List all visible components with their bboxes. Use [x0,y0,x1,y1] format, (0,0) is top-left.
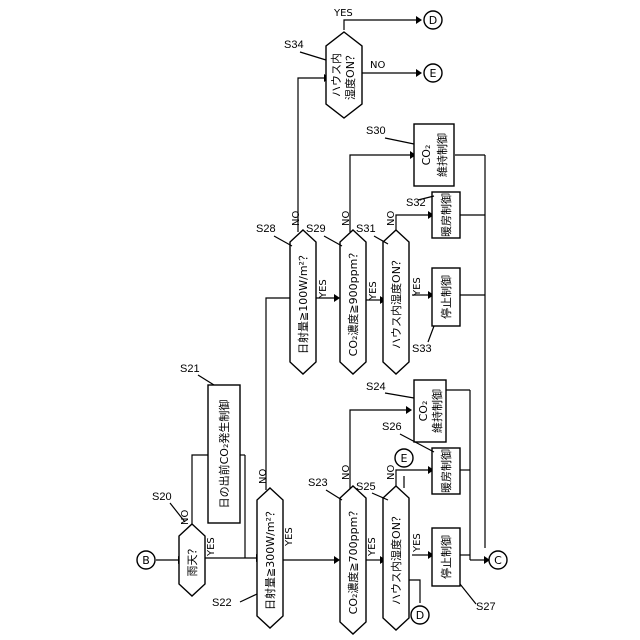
s31-yes-label: YES [412,277,423,297]
step-s27-process: 停止制御 [432,528,460,586]
step-s25-id: S25 [356,481,376,493]
step-s24-process: CO₂ 維持制御 [414,380,446,442]
svg-text:日の出前CO₂発生制御: 日の出前CO₂発生制御 [217,400,231,509]
svg-text:D: D [429,14,437,27]
svg-text:暖房制御: 暖房制御 [439,193,453,237]
step-s33-process: 停止制御 [432,268,460,326]
svg-text:停止制御: 停止制御 [439,535,453,579]
step-s22-decision: 日射量≧300W/m²？ [257,488,283,628]
svg-text:C: C [494,554,502,567]
step-s25-decision: ハウス内湿度ON？ [383,486,409,630]
connector-d-top: D [424,11,442,29]
s29-no-label: NO [341,211,352,226]
svg-text:ハウス内湿度ON？: ハウス内湿度ON？ [389,255,403,349]
step-s26-id: S26 [382,421,402,433]
s20-no-label: NO [180,510,191,525]
s28-no-label: NO [291,211,302,226]
s34-yes-label: YES [333,8,353,19]
step-s30-process: CO₂ 維持制御 [414,124,454,186]
s23-no-label: NO [341,465,352,480]
s34-no-label: NO [370,60,385,71]
step-s24-id: S24 [366,381,386,393]
step-s28-id: S28 [256,223,276,235]
svg-text:D: D [416,609,424,622]
step-s26-process: 暖房制御 [432,448,460,494]
svg-text:日射量≧300W/m²？: 日射量≧300W/m²？ [263,506,277,610]
s25-no-label: NO [386,465,397,480]
svg-text:CO₂: CO₂ [420,145,433,166]
step-s32-process: 暖房制御 [432,192,460,238]
s25-yes-label: YES [412,533,423,553]
step-s20-id: S20 [152,491,172,503]
svg-text:E: E [401,452,408,465]
s22-no-label: NO [258,469,269,484]
svg-text:雨天？: 雨天？ [186,544,199,577]
s22-yes-label: YES [284,527,295,547]
step-s31-decision: ハウス内湿度ON？ [383,230,409,374]
svg-text:維持制御: 維持制御 [435,133,449,177]
s28-yes-label: YES [318,279,329,299]
svg-text:維持制御: 維持制御 [430,389,444,433]
step-s21-process: 日の出前CO₂発生制御 [208,385,240,523]
step-s23-decision: CO₂濃度≧700ppm？ [340,486,366,634]
svg-text:日射量≧100W/m²？: 日射量≧100W/m²？ [296,250,310,354]
s29-yes-label: YES [368,281,379,301]
svg-text:CO₂: CO₂ [417,401,430,422]
connector-e-top: E [424,64,442,82]
svg-text:E: E [430,67,437,80]
connector-d-bottom: D [411,606,429,624]
step-s29-id: S29 [306,223,326,235]
step-s34-decision: ハウス内 湿度ON？ [326,32,362,118]
connector-b: B [137,551,155,569]
step-s22-id: S22 [212,597,232,609]
s23-yes-label: YES [367,537,378,557]
s20-yes-label: YES [206,537,217,557]
svg-text:停止制御: 停止制御 [439,275,453,319]
step-s33-id: S33 [412,343,432,355]
step-s21-id: S21 [180,363,200,375]
step-s31-id: S31 [356,223,376,235]
connector-e-mid: E [395,449,413,467]
svg-text:湿度ON？: 湿度ON？ [343,50,357,100]
step-s30-id: S30 [366,125,386,137]
svg-text:B: B [142,554,150,567]
step-s28-decision: 日射量≧100W/m²？ [290,230,316,374]
step-s34-id: S34 [284,39,304,51]
svg-text:CO₂濃度≧700ppm？: CO₂濃度≧700ppm？ [346,506,360,615]
step-s23-id: S23 [308,477,328,489]
svg-text:ハウス内: ハウス内 [329,53,343,97]
svg-text:ハウス内湿度ON？: ハウス内湿度ON？ [389,511,403,605]
step-s20-decision: 雨天？ [179,524,205,596]
step-s27-id: S27 [476,601,496,613]
connector-c: C [489,551,507,569]
s31-no-label: NO [386,211,397,226]
svg-text:暖房制御: 暖房制御 [439,449,453,493]
step-s29-decision: CO₂濃度≧900ppm？ [340,230,366,374]
svg-text:CO₂濃度≧900ppm？: CO₂濃度≧900ppm？ [346,248,360,357]
